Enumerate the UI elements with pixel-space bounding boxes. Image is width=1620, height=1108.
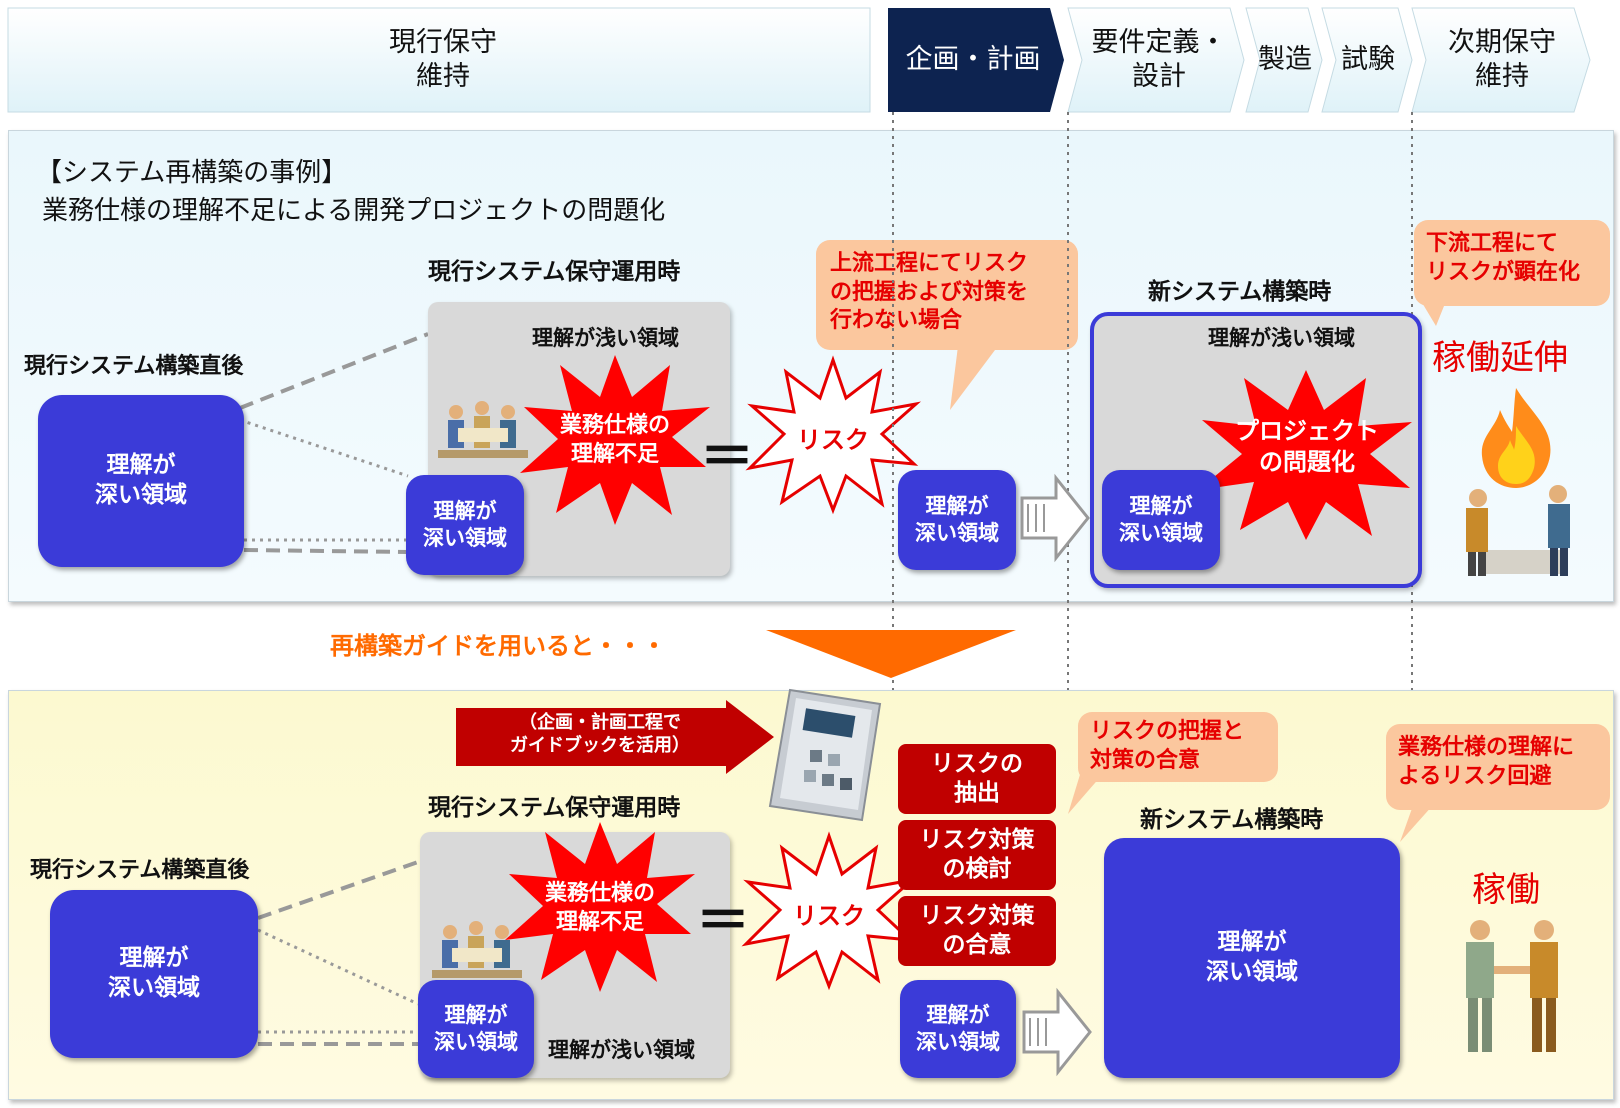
bottom-deep-area-original: 理解が 深い領域 [50, 890, 258, 1058]
bottom-callout-risk: リスクの把握と 対策の合意 [1078, 712, 1278, 782]
bottom-risk-label: リスク [788, 896, 870, 931]
bottom-operation-label: 現行システム保守運用時 [428, 788, 680, 822]
bottom-equals-sign: ＝ [696, 876, 750, 955]
bottom-burst-label: 業務仕様の 理解不足 [536, 880, 664, 937]
bottom-transition-arrow [1024, 992, 1094, 1072]
step-risk-countermeasure-review: リスク対策 の検討 [898, 820, 1056, 890]
bottom-shallow-label: 理解が浅い領域 [548, 1034, 695, 1064]
bottom-outcome-operation: 稼働 [1472, 862, 1540, 911]
bottom-deep-area-operation: 理解が 深い領域 [418, 980, 534, 1078]
bottom-new-system-label: 新システム構築時 [1140, 800, 1323, 834]
bottom-deep-area-planning: 理解が 深い領域 [900, 980, 1016, 1078]
handshake-people-icon [1452, 910, 1572, 1060]
step-risk-countermeasure-agreement: リスク対策 の合意 [898, 896, 1056, 966]
bottom-callout-avoid: 業務仕様の理解に よるリスク回避 [1386, 724, 1610, 810]
bottom-after-build-label: 現行システム構築直後 [30, 852, 249, 884]
bottom-new-system-deep-area: 理解が 深い領域 [1104, 838, 1400, 1078]
step-risk-extraction: リスクの 抽出 [898, 744, 1056, 814]
